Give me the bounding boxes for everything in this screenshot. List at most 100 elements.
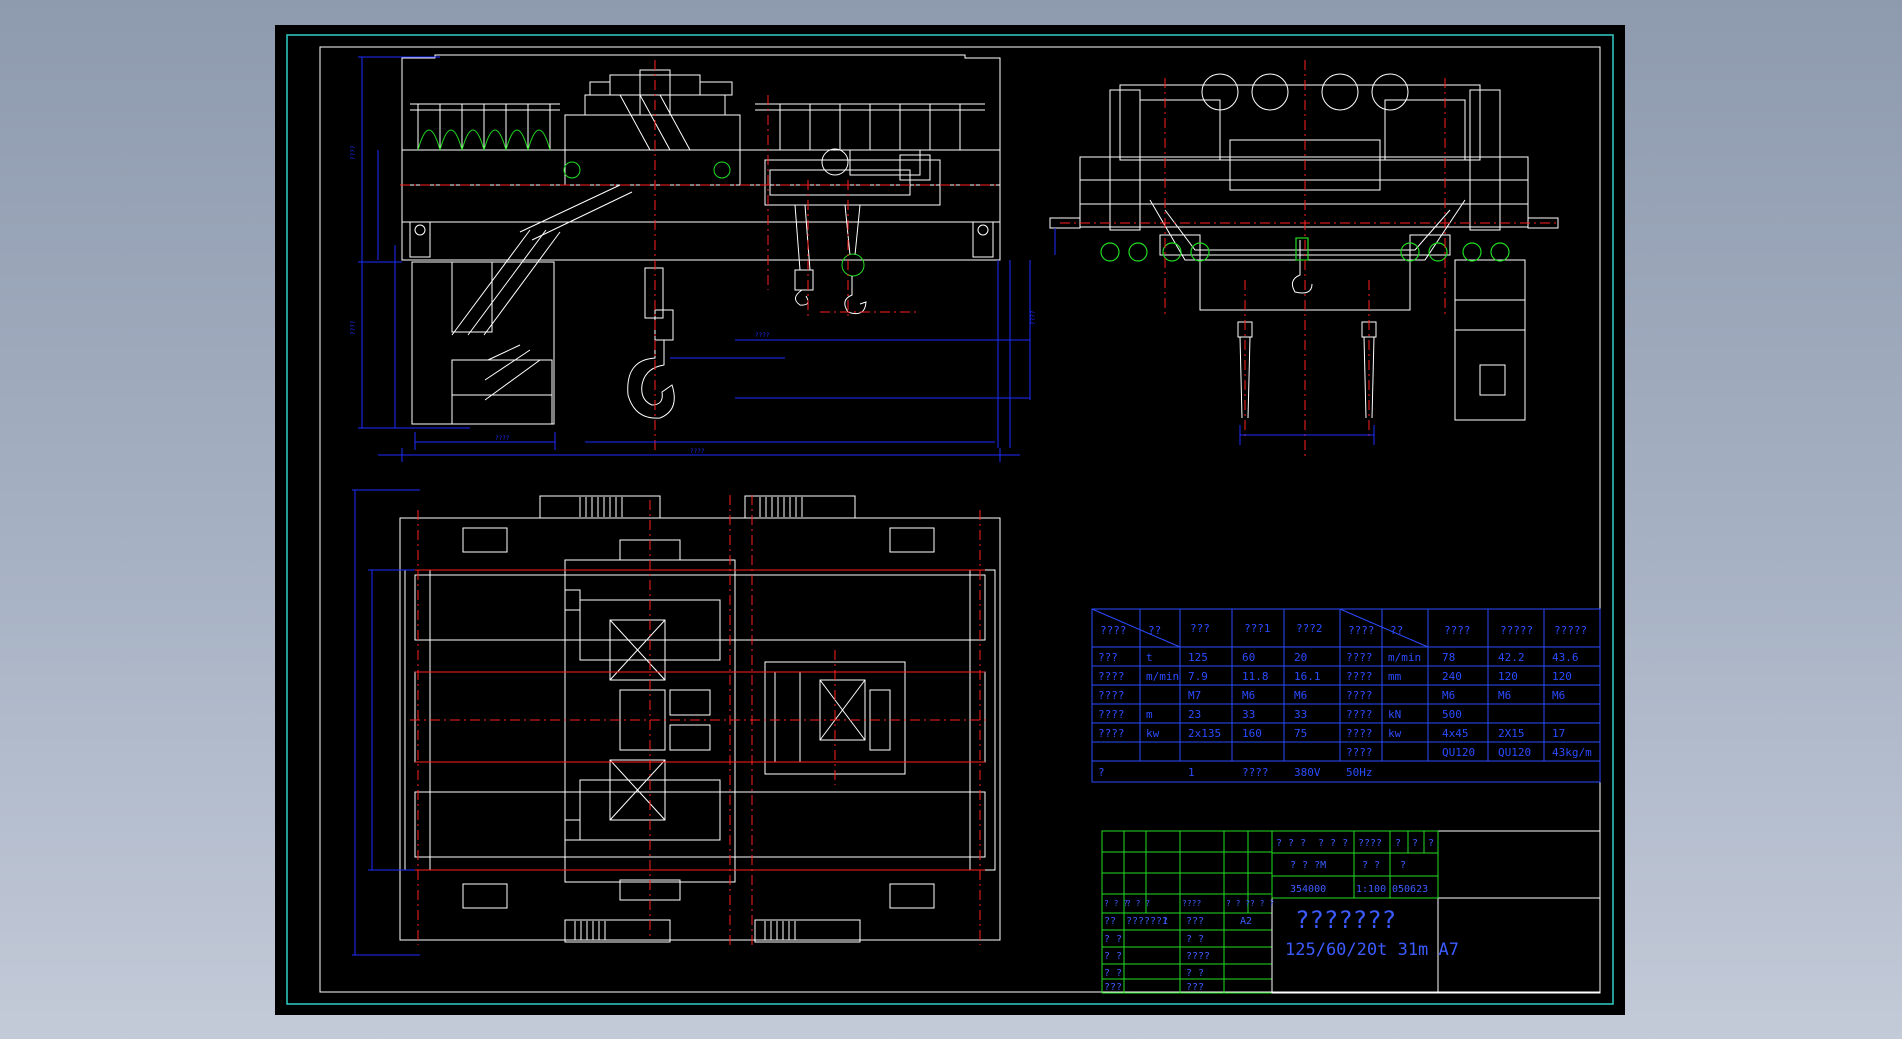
spec-cell: 120: [1552, 670, 1572, 683]
tb-right-col-4: ???: [1186, 982, 1204, 993]
drawing-code: 125/60/20t 31m A7: [1285, 940, 1459, 960]
spec-cell: 4x45: [1442, 727, 1469, 740]
title-block: ? ? ? ? ? ? ???? ? ? ? ? ? ?M ? ? ? 3540…: [1104, 838, 1459, 993]
spec-cell: M7: [1188, 689, 1201, 702]
tb-grid-label-2: ? ? ?: [1126, 899, 1150, 908]
spec-cell: ????: [1346, 708, 1373, 721]
spec-cell: ????: [1346, 670, 1373, 683]
svg-text:????: ????: [1030, 310, 1037, 325]
spec-cell: ????: [1346, 651, 1373, 664]
tb-grid-label-1: ? ? ?: [1104, 899, 1128, 908]
spec-cell: 17: [1552, 727, 1565, 740]
spec-cell: m/min: [1388, 651, 1421, 664]
spec-cell: t: [1146, 651, 1153, 664]
spec-cell: ????: [1346, 746, 1373, 759]
spec-cell: ???: [1098, 651, 1118, 664]
spec-cell: 23: [1188, 708, 1201, 721]
tb-left-3: ???: [1150, 916, 1168, 927]
spec-cell: 7.9: [1188, 670, 1208, 683]
spec-header-cell: ?????: [1500, 624, 1533, 637]
spec-header-cell: ????: [1348, 624, 1375, 637]
front-elevation-centerlines: [400, 60, 1000, 450]
spec-cell: 20: [1294, 651, 1307, 664]
spec-cell: 43.6: [1552, 651, 1579, 664]
tb-left-6: A2: [1240, 916, 1252, 927]
tb-code-1: ? ? ?: [1276, 838, 1306, 849]
spec-cell: 60: [1242, 651, 1255, 664]
spec-cell: 50Hz: [1346, 766, 1373, 779]
spec-header-cell: ????: [1100, 624, 1127, 637]
tb-row3-2: 1:100: [1356, 884, 1386, 895]
spec-cell: 240: [1442, 670, 1462, 683]
spec-cell: QU120: [1442, 746, 1475, 759]
spec-cell: M6: [1552, 689, 1565, 702]
tb-code-2: ? ? ?: [1318, 838, 1348, 849]
side-elevation-centerlines: [1060, 60, 1560, 460]
tb-row3-3: 050623: [1392, 884, 1428, 895]
tb-code-4: ?: [1395, 838, 1401, 849]
outer-frame: [286, 34, 1614, 1005]
tb-right-col-1: ? ?: [1186, 934, 1204, 945]
railing-posts-left: [417, 104, 551, 150]
spec-header-cell: ?????: [1554, 624, 1587, 637]
tb-row2-1: ? ? ?M: [1290, 860, 1326, 871]
svg-text:????: ????: [495, 435, 510, 442]
spec-cell: 160: [1242, 727, 1262, 740]
spec-cell: mm: [1388, 670, 1402, 683]
spec-cell: ????: [1098, 727, 1125, 740]
title-block-grid-codes: [1271, 830, 1439, 899]
spec-cell: 2X15: [1498, 727, 1525, 740]
spec-header-cell: ???2: [1296, 622, 1323, 635]
spec-cell: 380V: [1294, 766, 1321, 779]
plan-view-dimensions: [352, 489, 420, 956]
spec-cell: M6: [1294, 689, 1307, 702]
tb-left-1: ??: [1104, 916, 1116, 927]
spec-cell: 1: [1188, 766, 1195, 779]
tb-row2-2: ? ?: [1362, 860, 1380, 871]
drawing-name: ???????: [1295, 906, 1396, 934]
tb-left-4: 1: [1162, 916, 1168, 927]
tb-right-col-3: ? ?: [1186, 968, 1204, 979]
plan-view-centerlines: [410, 495, 990, 945]
svg-text:????: ????: [350, 145, 357, 160]
spec-cell: 125: [1188, 651, 1208, 664]
spec-header-cell: ????: [1444, 624, 1471, 637]
spec-cell: ????: [1346, 689, 1373, 702]
inner-frame: [319, 46, 1601, 993]
spec-cell: ????: [1242, 766, 1269, 779]
spec-table-grid: [1091, 608, 1601, 783]
spec-cell: M6: [1442, 689, 1455, 702]
spec-cell: ????: [1098, 689, 1125, 702]
spec-cell: M6: [1242, 689, 1255, 702]
spec-cell: 120: [1498, 670, 1518, 683]
spec-cell: ?: [1098, 766, 1105, 779]
tb-grid-label-5: ? ? ?: [1250, 899, 1274, 908]
tb-left-col-4: ???: [1104, 982, 1122, 993]
side-elevation-wheels: [1100, 237, 1510, 262]
spec-cell: 11.8: [1242, 670, 1269, 683]
spec-cell: kw: [1388, 727, 1402, 740]
tb-grid-label-4: ? ? ?: [1226, 899, 1250, 908]
railing-arcs: [417, 129, 551, 151]
tb-right-col-2: ????: [1186, 951, 1210, 962]
front-elevation-dim-labels: ???? ???? ???? ???? ???? ????: [350, 145, 1037, 455]
tb-left-col-1: ? ?: [1104, 934, 1122, 945]
tb-left-5: ???: [1186, 916, 1204, 927]
spec-cell: 43kg/m: [1552, 746, 1592, 759]
side-elevation-dimensions: [1054, 228, 1375, 445]
spec-cell: m: [1146, 708, 1153, 721]
tb-left-col-2: ? ?: [1104, 951, 1122, 962]
spec-cell: ????: [1346, 727, 1373, 740]
front-elevation-dimensions: [358, 56, 1031, 462]
svg-text:????: ????: [755, 332, 770, 339]
spec-table: ????????????1???2???????????????????????…: [1098, 622, 1592, 779]
spec-cell: 16.1: [1294, 670, 1321, 683]
spec-header-cell: ???1: [1244, 622, 1271, 635]
spec-cell: 75: [1294, 727, 1307, 740]
spec-header-cell: ??: [1148, 624, 1161, 637]
tb-code-6: ?: [1428, 838, 1434, 849]
spec-cell: 78: [1442, 651, 1455, 664]
spec-cell: 33: [1294, 708, 1307, 721]
